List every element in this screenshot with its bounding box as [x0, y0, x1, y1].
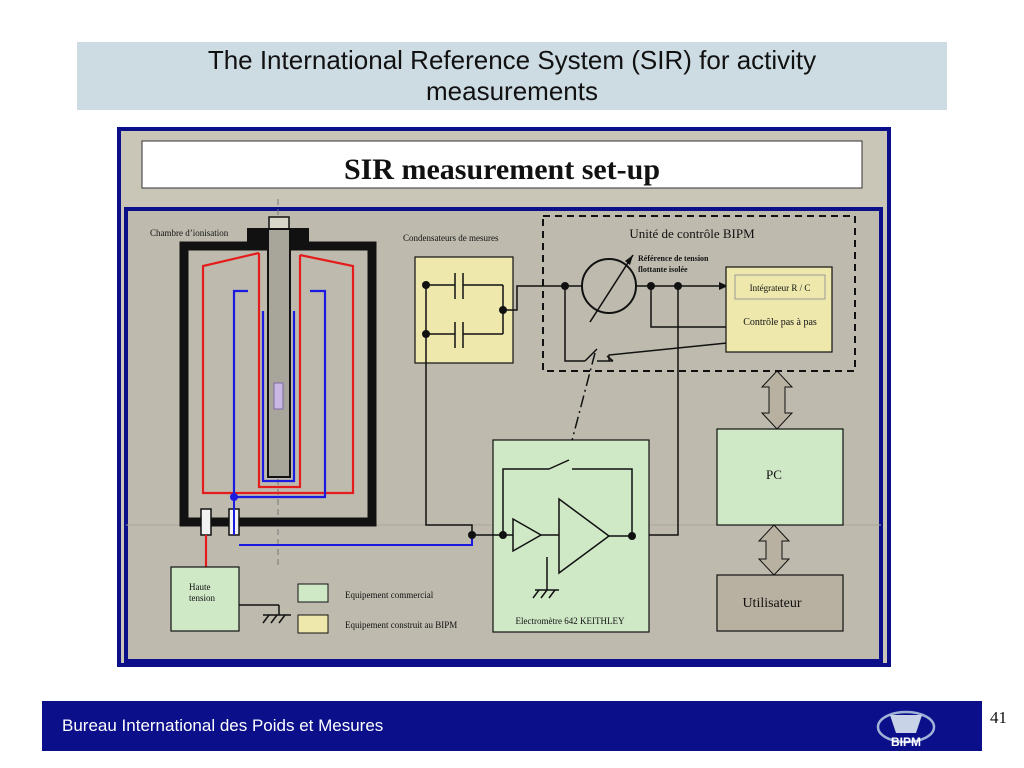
control-unit-dashed-box [542, 215, 856, 372]
pc-box [716, 428, 844, 526]
diagram-header-box [141, 140, 863, 189]
hv-ground-symbol [239, 604, 291, 624]
sir-setup-diagram: SIR measurement set-up Chambre d’ionisat… [117, 127, 891, 667]
user-box [716, 574, 844, 632]
electrometer-label: Electromètre 642 KEITHLEY [516, 616, 625, 626]
voltage-reference-label-1: Référence de tension [638, 254, 709, 263]
legend-bipm-swatch [297, 614, 329, 634]
control-node-2 [647, 282, 655, 290]
user-label: Utilisateur [742, 596, 801, 611]
capacitor-node-left [422, 281, 430, 289]
voltage-source-arrow [589, 254, 634, 323]
hv-electrode-outer [201, 251, 355, 495]
high-voltage-label-line1: Haute [189, 582, 211, 592]
hv-insulator [200, 508, 212, 536]
legend-commercial-swatch [297, 583, 329, 603]
capacitor-symbols [425, 273, 504, 348]
integrator-inner-box [734, 274, 826, 300]
electrometer-circuit [472, 459, 633, 599]
capacitor-box [414, 256, 514, 364]
legend-commercial-label: Equipement commercial [345, 590, 434, 600]
capacitor-label: Condensateurs de mesures [403, 233, 499, 243]
high-voltage-box [170, 566, 240, 632]
high-voltage-label-line2: tension [189, 593, 215, 603]
voltage-reference-label-2: flottante isolée [638, 265, 688, 274]
footer-bar: Bureau International des Poids et Mesure… [42, 701, 982, 751]
signal-wire-to-electrometer [239, 537, 473, 546]
control-node-1 [561, 282, 569, 290]
step-control-label: Contrôle pas à pas [743, 317, 817, 328]
collector-electrode-outer [232, 289, 327, 499]
integrator-label: Intégrateur R / C [750, 283, 811, 293]
diagram-heading: SIR measurement set-up [344, 153, 660, 186]
integrator-box [725, 266, 833, 353]
ionization-chamber-label: Chambre d’ionisation [150, 228, 229, 238]
footer-org-name: Bureau International des Poids et Mesure… [62, 716, 384, 735]
electrometer-node-2 [499, 531, 507, 539]
integrator-input-arrowhead [719, 282, 728, 290]
slide-title-band: The International Reference System (SIR)… [77, 42, 947, 110]
slide-title: The International Reference System (SIR)… [207, 45, 817, 106]
ionization-chamber [179, 216, 377, 527]
electrometer-output-node [628, 532, 636, 540]
bipm-logo-text: BIPM [891, 735, 921, 749]
pc-label: PC [766, 467, 782, 482]
collector-electrode-inner [261, 311, 296, 483]
electrometer-input-node [468, 531, 476, 539]
bipm-logo: BIPM [876, 710, 936, 749]
control-node-3 [674, 282, 682, 290]
legend-bipm-label: Equipement construit au BIPM [345, 620, 457, 630]
hv-electrode-inner [257, 253, 302, 489]
source-vial [273, 382, 284, 410]
page-number: 41 [990, 708, 1007, 727]
control-unit-label: Unité de contrôle BIPM [629, 226, 755, 241]
voltage-source-arrowhead [625, 255, 633, 265]
